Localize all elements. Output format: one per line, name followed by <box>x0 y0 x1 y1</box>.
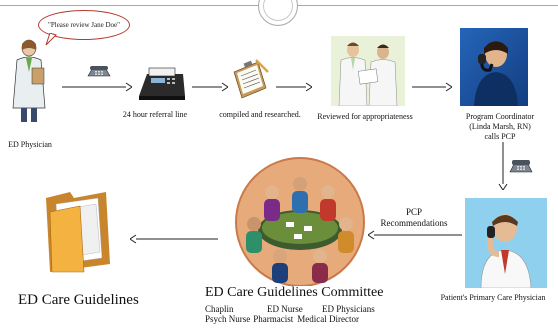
clipboard-icon <box>233 59 269 99</box>
role-chaplin: Chaplin <box>205 304 234 314</box>
doctors-icon <box>331 36 405 106</box>
compiled-label: compiled and researched. <box>219 110 301 119</box>
arrow-coordinator-to-pcp <box>498 142 508 190</box>
role-pharmacist: Pharmacist <box>253 314 294 324</box>
physician-icon <box>12 39 46 122</box>
arrow-physician-to-fax <box>62 82 132 92</box>
speech-bubble-text: "Please review Jane Doe" <box>48 20 120 29</box>
pcp-label: Patient's Primary Care Physician <box>440 293 546 302</box>
phone-icon-2 <box>509 160 533 173</box>
slide-top-ornament <box>258 0 298 26</box>
arrow-review-to-coordinator <box>412 82 452 92</box>
role-medical-director: Medical Director <box>297 314 359 324</box>
coordinator-on-phone-icon <box>460 28 528 106</box>
arrow-fax-to-clipboard <box>192 82 228 92</box>
committee-roles-row-1: Chaplin ED Nurse ED Physicians <box>205 304 384 314</box>
role-ed-physicians: ED Physicians <box>322 304 375 314</box>
pcp-on-phone-icon <box>465 198 547 288</box>
coordinator-label-2: (Linda Marsh, RN) <box>469 122 531 131</box>
fax-icon <box>139 67 185 100</box>
speech-bubble-tail <box>45 33 57 46</box>
arrow-clipboard-to-review <box>276 82 312 92</box>
folder-icon <box>46 192 110 273</box>
referral-line-label: 24 hour referral line <box>122 110 188 119</box>
committee-title: ED Care Guidelines Committee <box>205 285 384 300</box>
committee-roles: Chaplin ED Nurse ED Physicians Psych Nurse… <box>205 304 384 324</box>
recommendations-label-2: Recommendations <box>380 218 448 228</box>
coordinator-label-3: calls PCP <box>484 132 516 141</box>
role-psych-nurse: Psych Nurse <box>205 314 251 324</box>
arrow-pcp-to-committee <box>368 230 462 240</box>
committee-meeting-icon <box>235 157 365 286</box>
role-ed-nurse: ED Nurse <box>267 304 303 314</box>
coordinator-label-1: Program Coordinator <box>465 112 535 121</box>
arrow-committee-to-guidelines <box>130 234 218 244</box>
reviewed-label: Reviewed for appropriateness <box>317 112 413 121</box>
ed-physician-label: ED Physician <box>8 140 52 149</box>
recommendations-label-1: PCP <box>405 207 422 217</box>
phone-icon <box>87 66 111 77</box>
guidelines-label: ED Care Guidelines <box>18 292 139 308</box>
